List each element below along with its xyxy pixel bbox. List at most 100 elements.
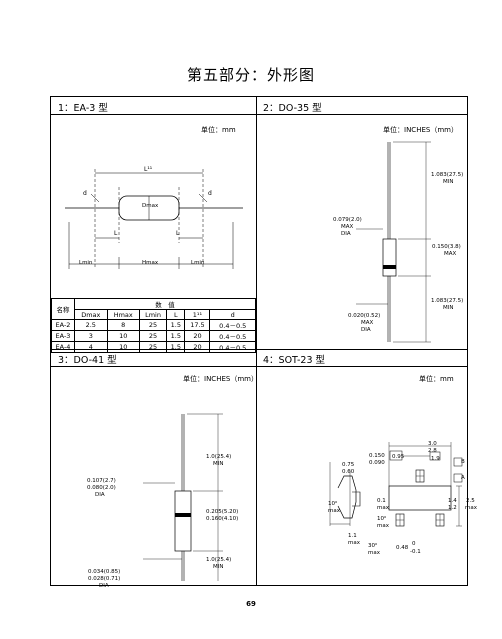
ea3-label-l1: L¹¹ [144, 166, 153, 173]
sot23-label-t-max: max [377, 505, 389, 511]
do41-unit: 单位：INCHES（mm） [183, 375, 258, 383]
table-cell: 20 [184, 330, 211, 342]
sot23-label-body-h: 1.1 [348, 533, 357, 539]
table-cell: 1.5 [166, 341, 186, 353]
ea3-header: 1：EA-3 型 [58, 103, 108, 114]
table-cell: 25 [138, 319, 168, 331]
sot23-label-pitch: 1.9 [431, 456, 440, 462]
table-cell: 0.4－0.5 [209, 319, 256, 331]
do41-header: 3：DO-41 型 [58, 355, 117, 366]
table-header-values: 数 值 [74, 298, 256, 310]
ea3-label-d-left: d [83, 190, 87, 197]
do41-label-body-len-b: 0.160(4.10) [206, 516, 239, 522]
page-number: 69 [246, 600, 256, 608]
table-cell: EA-2 [51, 319, 75, 331]
table-cell: 8 [106, 319, 140, 331]
ea3-label-dmax: Dmax [142, 203, 159, 209]
table-col-header: Lmin [138, 309, 168, 320]
table-header-name: 名称 [51, 298, 75, 320]
ea3-label-lmin-right: Lmin [191, 260, 205, 266]
sot23-label-lead-a: 0.150 [369, 453, 385, 459]
do35-label-top-len-min: MIN [443, 179, 454, 185]
ea3-outline-drawing [65, 169, 243, 269]
ea3-label-d-right: d [208, 190, 212, 197]
outline-frame: 1：EA-3 型 2：DO-35 型 3：DO-41 型 4：SOT-23 型 … [50, 96, 477, 589]
sot23-label-lead-w: 0.48 [396, 545, 409, 551]
table-col-header: L [166, 309, 186, 320]
do41-label-lead-dia-dia: DIA [99, 583, 109, 589]
table-row: EA-3 3 10 25 1.5 20 0.4－0.5 [51, 330, 256, 342]
sot23-label-lead-b: 0.090 [369, 460, 385, 466]
do35-label-lead-dia-max: MAX [361, 320, 374, 326]
do41-label-top-len: 1.0(25.4) [206, 454, 232, 460]
table-cell: 25 [138, 341, 168, 353]
do35-label-lead-dia-dia: DIA [361, 327, 371, 333]
section-divider-middle [51, 349, 467, 350]
table-cell: 10 [106, 330, 140, 342]
ea3-dimension-table: 名称 数 值 Dmax Hmax Lmin L 1¹¹ d EA-2 2.5 8… [51, 298, 256, 353]
do35-label-body-dia-max: MAX [341, 224, 354, 230]
sot23-label-w-top-a: 3.0 [428, 441, 437, 447]
ea3-label-hmax: Hmax [142, 260, 159, 266]
sot23-label-lead-w-tol-n: -0.1 [410, 549, 421, 555]
table-cell: 0.4－0.5 [209, 341, 256, 353]
sot23-label-h-a: 0.75 [342, 462, 355, 468]
do41-label-body-dia-a: 0.107(2.7) [87, 478, 116, 484]
do35-label-top-len: 1.083(27.5) [431, 172, 464, 178]
table-cell: 0.4－0.5 [209, 330, 256, 342]
do35-label-body-len: 0.150(3.8) [432, 244, 461, 250]
ea3-label-l-right: L [176, 230, 180, 237]
sot23-label-ang3: 30⁰ [368, 543, 378, 549]
table-cell: 3 [74, 330, 108, 342]
do41-label-bot-len: 1.0(25.4) [206, 557, 232, 563]
sot23-label-h-b: 0.60 [342, 469, 355, 475]
sot23-label-side-a: 1.4 [448, 498, 457, 504]
sot23-unit: 单位：mm [419, 375, 454, 383]
sot23-label-ref-b: B [461, 459, 465, 465]
table-cell: EA-3 [51, 330, 75, 342]
sot23-label-ang1-max: max [328, 508, 340, 514]
sot23-outline-drawing [329, 442, 463, 527]
sot23-label-side-b: 1.2 [448, 505, 457, 511]
table-cell: EA-4 [51, 341, 75, 353]
table-row: EA-4 4 10 25 1.5 20 0.4－0.5 [51, 341, 256, 353]
do35-label-body-dia-dia: DIA [341, 231, 351, 237]
table-col-header: Dmax [74, 309, 108, 320]
header-divider-top [51, 114, 467, 115]
do35-label-body-dia: 0.079(2.0) [333, 217, 362, 223]
table-cell: 20 [184, 341, 211, 353]
do41-outline-drawing [143, 413, 223, 581]
sot23-label-side-c: 2.5 [466, 498, 475, 504]
table-col-header: 1¹¹ [184, 309, 211, 320]
sot23-label-side-max: max [465, 505, 477, 511]
table-cell: 17.5 [184, 319, 211, 331]
do41-label-body-dia-b: 0.080(2.0) [87, 485, 116, 491]
do41-label-body-len-a: 0.205(5.20) [206, 509, 239, 515]
table-cell: 10 [106, 341, 140, 353]
sot23-header: 4：SOT-23 型 [263, 355, 326, 366]
do35-label-lead-dia: 0.020(0.52) [348, 313, 381, 319]
do41-label-top-len-min: MIN [213, 461, 224, 467]
ea3-unit: 单位：mm [201, 126, 236, 134]
page-title: 第五部分：外形图 [186, 66, 315, 84]
table-cell: 2.5 [74, 319, 108, 331]
do41-label-body-dia-dia: DIA [95, 492, 105, 498]
do35-header: 2：DO-35 型 [263, 103, 322, 114]
do35-label-bot-len: 1.083(27.5) [431, 298, 464, 304]
header-divider-bottom [51, 366, 467, 367]
table-cell: 4 [74, 341, 108, 353]
sot23-label-body-h-max: max [348, 540, 360, 546]
do35-label-bot-len-min: MIN [443, 305, 454, 311]
table-cell: 1.5 [166, 330, 186, 342]
ea3-label-l-left: L [114, 230, 118, 237]
table-col-header: Hmax [106, 309, 140, 320]
sot23-label-ref-a: A [461, 475, 465, 481]
table-cell: 25 [138, 330, 168, 342]
table-col-header: d [209, 309, 256, 320]
do41-label-lead-dia-a: 0.034(0.85) [88, 569, 121, 575]
do35-outline-drawing [356, 141, 431, 343]
sot23-label-ang2: 10⁰ [377, 516, 387, 522]
sot23-label-ang1: 10⁰ [328, 501, 338, 507]
sot23-label-t-a: 0.1 [377, 498, 386, 504]
do35-unit: 单位：INCHES（mm） [383, 126, 458, 134]
